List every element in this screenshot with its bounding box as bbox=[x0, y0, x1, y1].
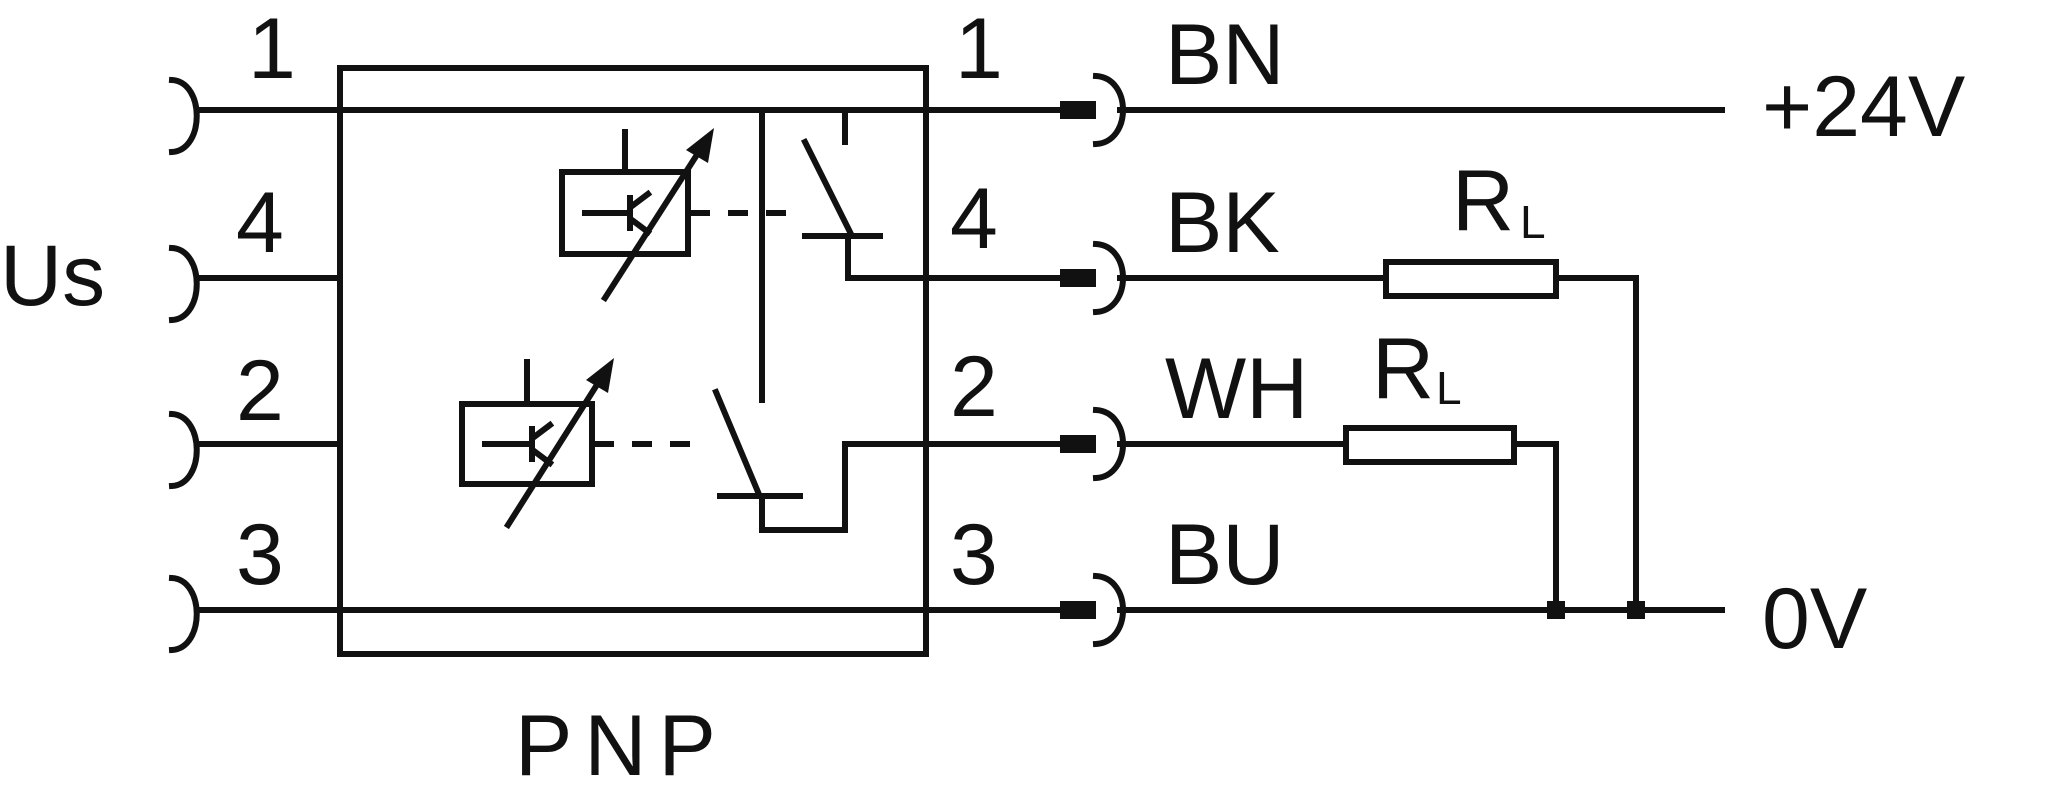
right-pin-3: 3 bbox=[950, 507, 998, 603]
right-pin-1: 1 bbox=[955, 1, 1003, 97]
right-plugs bbox=[1060, 72, 1126, 648]
positive-supply-label: +24V bbox=[1762, 59, 1965, 155]
load-resistor-bk-sub: L bbox=[1520, 196, 1546, 248]
zero-volt-label: 0V bbox=[1762, 571, 1867, 667]
load-resistor-wh bbox=[1343, 425, 1517, 465]
load-resistor-wh-label: R bbox=[1372, 321, 1434, 417]
right-pin-4: 4 bbox=[950, 171, 998, 267]
upper-switch bbox=[800, 107, 1063, 281]
sensor-housing bbox=[337, 65, 929, 657]
lower-switch bbox=[712, 388, 1063, 533]
left-connector-2 bbox=[168, 410, 200, 490]
wire-label-bu: BU bbox=[1165, 507, 1284, 603]
right-pin-2: 2 bbox=[950, 339, 998, 435]
left-pin-2: 2 bbox=[236, 343, 284, 439]
us-label: Us bbox=[0, 228, 105, 324]
left-pin-1: 1 bbox=[248, 1, 296, 97]
load-resistor-bk-label: R bbox=[1452, 153, 1514, 249]
left-connector-4 bbox=[168, 244, 200, 324]
left-connector-3 bbox=[168, 574, 200, 654]
wire-label-wh: WH bbox=[1165, 341, 1308, 437]
wire-label-bn: BN bbox=[1165, 7, 1284, 103]
left-connector-1 bbox=[168, 76, 200, 156]
wire-label-bk: BK bbox=[1165, 175, 1280, 271]
type-label: PNP bbox=[515, 698, 728, 794]
load-resistor-wh-sub: L bbox=[1436, 362, 1462, 414]
left-pin-3: 3 bbox=[236, 507, 284, 603]
left-leads bbox=[197, 107, 1063, 613]
external-wiring bbox=[1117, 107, 1725, 619]
junction-bk bbox=[1627, 601, 1645, 619]
junction-wh bbox=[1547, 601, 1565, 619]
left-connectors bbox=[168, 76, 200, 654]
left-pin-4: 4 bbox=[236, 175, 284, 271]
upper-sensing-element bbox=[559, 128, 790, 303]
load-resistor-bk bbox=[1383, 259, 1559, 299]
lower-sensing-element bbox=[459, 358, 690, 530]
